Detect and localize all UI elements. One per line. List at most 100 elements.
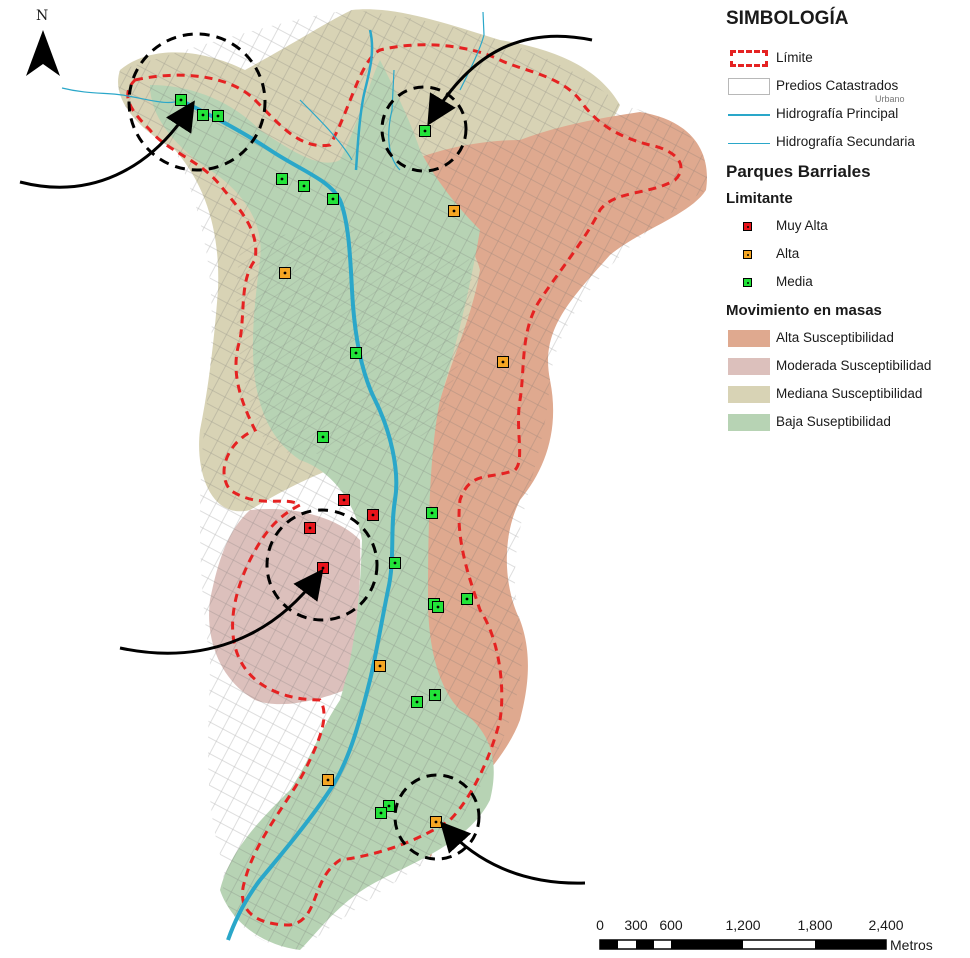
park-marker[interactable] bbox=[317, 562, 329, 574]
park-marker[interactable] bbox=[429, 689, 441, 701]
scale-label: 0 bbox=[596, 917, 604, 933]
park-marker-dot bbox=[371, 513, 375, 517]
park-marker[interactable] bbox=[426, 507, 438, 519]
park-marker[interactable] bbox=[411, 696, 423, 708]
park-marker[interactable] bbox=[375, 807, 387, 819]
legend-row-alta: Alta bbox=[726, 244, 966, 266]
park-marker[interactable] bbox=[448, 205, 460, 217]
park-marker[interactable] bbox=[304, 522, 316, 534]
scale-label: 300 bbox=[624, 917, 648, 933]
pointer-arrow bbox=[19, 100, 195, 189]
park-marker[interactable] bbox=[276, 173, 288, 185]
pointer-arrow bbox=[427, 34, 593, 126]
park-marker-dot bbox=[378, 664, 382, 668]
park-marker[interactable] bbox=[175, 94, 187, 106]
park-marker[interactable] bbox=[322, 774, 334, 786]
park-marker-dot bbox=[379, 811, 383, 815]
park-marker[interactable] bbox=[383, 800, 395, 812]
pointer-arrow bbox=[439, 821, 586, 885]
pointer-arrow bbox=[119, 568, 324, 655]
park-marker[interactable] bbox=[430, 816, 442, 828]
park-marker[interactable] bbox=[317, 431, 329, 443]
hidrografia-secundaria bbox=[61, 11, 485, 171]
limite-swatch bbox=[730, 50, 768, 67]
scale-bar bbox=[599, 939, 887, 950]
park-marker-dot bbox=[393, 561, 397, 565]
alta-susc-swatch bbox=[728, 330, 770, 347]
park-marker-dot bbox=[430, 511, 434, 515]
park-marker[interactable] bbox=[432, 601, 444, 613]
park-marker[interactable] bbox=[419, 125, 431, 137]
legend-title: SIMBOLOGÍA bbox=[726, 8, 849, 29]
park-marker[interactable] bbox=[298, 180, 310, 192]
legend-movimiento-heading: Movimiento en masas bbox=[726, 302, 882, 319]
park-marker-dot bbox=[415, 700, 419, 704]
park-marker-dot bbox=[283, 271, 287, 275]
limite-boundary bbox=[126, 43, 683, 927]
scale-unit: Metros bbox=[890, 937, 933, 953]
park-marker-dot bbox=[452, 209, 456, 213]
park-marker-dot bbox=[326, 778, 330, 782]
legend-parques-heading: Parques Barriales bbox=[726, 162, 871, 181]
park-marker-dot bbox=[501, 360, 505, 364]
legend-row-predios: Predios Catastrados bbox=[726, 76, 966, 98]
park-marker-dot bbox=[387, 804, 391, 808]
legend-row-hidro-secundaria: Hidrografía Secundaria bbox=[726, 132, 966, 154]
park-marker-dot bbox=[331, 197, 335, 201]
street-texture bbox=[118, 10, 707, 950]
hidro-principal-swatch bbox=[728, 114, 770, 116]
park-markers bbox=[175, 94, 509, 828]
alta-marker-icon bbox=[743, 250, 752, 259]
legend-row-muy-alta: Muy Alta bbox=[726, 216, 966, 238]
park-marker[interactable] bbox=[338, 494, 350, 506]
media-marker-icon bbox=[743, 278, 752, 287]
north-arrow-icon bbox=[26, 30, 60, 76]
baja-susc-swatch bbox=[728, 414, 770, 431]
moderada-susc-swatch bbox=[728, 358, 770, 375]
hidrografia-principal bbox=[179, 98, 399, 941]
legend-row-media: Media bbox=[726, 272, 966, 294]
highlight-circle bbox=[127, 32, 267, 172]
park-marker[interactable] bbox=[212, 110, 224, 122]
legend-label-hidro-principal: Hidrografía Principal bbox=[776, 106, 899, 121]
park-marker[interactable] bbox=[350, 347, 362, 359]
park-marker-dot bbox=[201, 113, 205, 117]
park-marker[interactable] bbox=[367, 509, 379, 521]
park-marker[interactable] bbox=[327, 193, 339, 205]
legend-row-limite: Límite bbox=[726, 48, 966, 70]
scale-label: 2,400 bbox=[868, 917, 904, 933]
park-marker-dot bbox=[434, 820, 438, 824]
park-marker-dot bbox=[354, 351, 358, 355]
legend-label-mediana-susc: Mediana Susceptibilidad bbox=[776, 386, 923, 401]
legend-row-hidro-principal: Hidrografía Principal bbox=[726, 104, 966, 126]
highlight-circle bbox=[393, 773, 481, 861]
park-marker[interactable] bbox=[279, 267, 291, 279]
park-marker[interactable] bbox=[374, 660, 386, 672]
park-marker-dot bbox=[321, 435, 325, 439]
legend-label-alta-susc: Alta Susceptibilidad bbox=[776, 330, 894, 345]
legend-label-media: Media bbox=[776, 274, 813, 289]
pointer-arrows bbox=[19, 34, 593, 885]
park-marker[interactable] bbox=[197, 109, 209, 121]
park-marker-dot bbox=[280, 177, 284, 181]
highlight-circles bbox=[127, 32, 481, 861]
park-marker-dot bbox=[465, 597, 469, 601]
predios-swatch bbox=[728, 78, 770, 95]
park-marker-dot bbox=[436, 605, 440, 609]
park-marker[interactable] bbox=[497, 356, 509, 368]
park-marker-dot bbox=[308, 526, 312, 530]
legend-label-baja-susc: Baja Suseptibilidad bbox=[776, 414, 891, 429]
park-marker[interactable] bbox=[389, 557, 401, 569]
park-marker-dot bbox=[433, 693, 437, 697]
street-texture-secondary bbox=[236, 228, 473, 454]
highlight-circle bbox=[380, 85, 468, 173]
scale-label: 1,200 bbox=[725, 917, 761, 933]
legend-row-baja-susc: Baja Suseptibilidad bbox=[726, 412, 966, 434]
park-marker[interactable] bbox=[461, 593, 473, 605]
muy-alta-marker-icon bbox=[743, 222, 752, 231]
legend-label-moderada-susc: Moderada Susceptibilidad bbox=[776, 358, 932, 373]
legend-label-hidro-secundaria: Hidrografía Secundaria bbox=[776, 134, 915, 149]
legend-label-limite: Límite bbox=[776, 50, 813, 65]
legend-limitante-heading: Limitante bbox=[726, 190, 793, 207]
